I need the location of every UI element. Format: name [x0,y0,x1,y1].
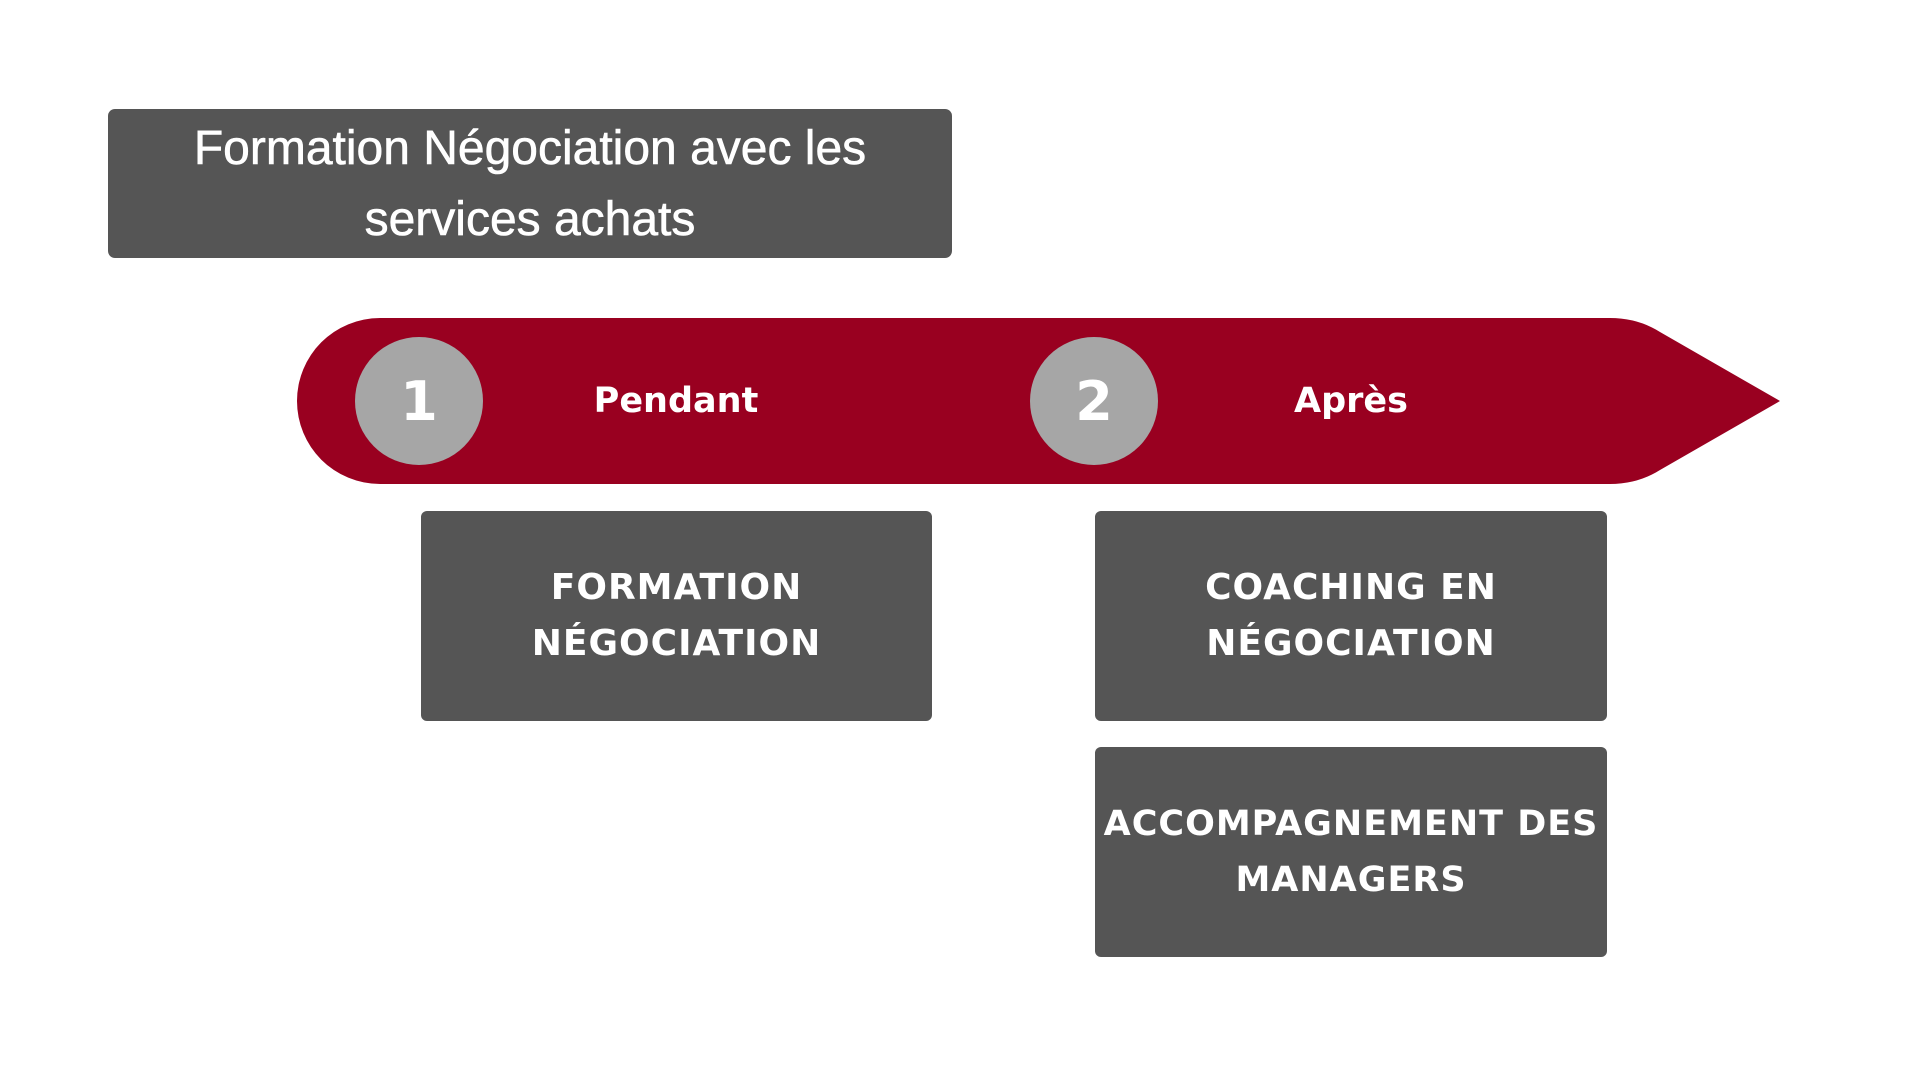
step-2-item-accompagnement-managers: ACCOMPAGNEMENT DES MANAGERS [1095,747,1607,957]
step-1-item-formation-negociation: FORMATION NÉGOCIATION [421,511,932,721]
step-2-item-coaching-negociation: COACHING EN NÉGOCIATION [1095,511,1607,721]
step-2-item-1-line-2: NÉGOCIATION [1206,623,1496,664]
step-1-number: 1 [400,369,438,433]
step-1-item-1-line-1: FORMATION [550,567,803,608]
step-2-item-2-line-1: ACCOMPAGNEMENT DES [1103,804,1599,844]
step-2-number: 2 [1075,369,1113,433]
step-2-label: Après [1294,381,1408,421]
step-2-item-1-line-1: COACHING EN [1205,567,1497,608]
diagram-title: Formation Négociation avec les services … [108,109,952,258]
diagram-title-line-2: services achats [364,192,696,246]
diagram-title-line-1: Formation Négociation avec les [193,121,867,175]
step-2-number-badge: 2 [1030,337,1158,465]
step-1-label: Pendant [593,381,759,421]
step-2-item-2-line-2: MANAGERS [1235,860,1467,900]
step-1-item-1-line-2: NÉGOCIATION [531,623,822,664]
step-1-number-badge: 1 [355,337,483,465]
